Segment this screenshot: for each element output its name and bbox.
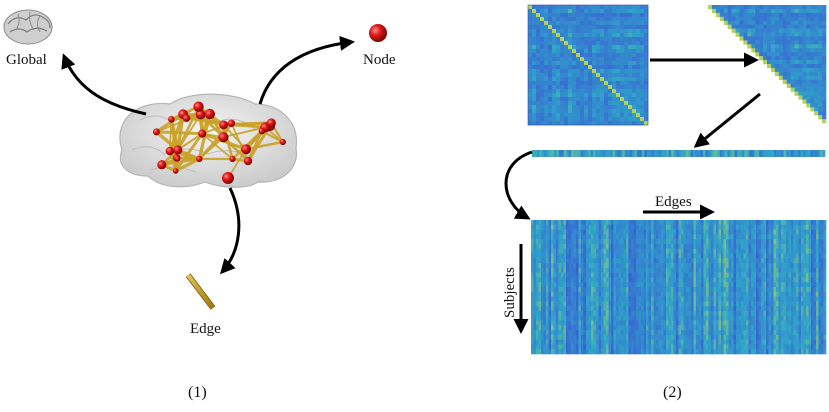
subjects-label: Subjects [502, 267, 518, 318]
global-label: Global [6, 52, 47, 68]
network-node [172, 168, 179, 174]
network-node [198, 129, 207, 138]
network-edge [156, 130, 203, 136]
network-node [243, 156, 253, 166]
brain-nodes [152, 101, 286, 184]
network-node [204, 108, 215, 120]
arrow-strip-to-matrix [504, 150, 533, 220]
network-node [152, 128, 160, 136]
arrow-triangle-to-strip [693, 92, 761, 148]
network-node [165, 146, 175, 156]
panel-2-feature-extraction [504, 4, 827, 355]
network-edge [245, 140, 284, 151]
global-brain-icon [3, 9, 53, 45]
network-node [227, 119, 236, 128]
network-node [266, 118, 276, 128]
network-node [241, 144, 252, 155]
node-label: Node [363, 52, 396, 68]
network-node [193, 101, 204, 112]
upper-triangle-matrix [708, 5, 827, 124]
connectivity-matrix [527, 4, 649, 126]
arrow-to-node [258, 35, 355, 105]
network-node [173, 145, 183, 155]
panel-1-brain-network [3, 9, 387, 310]
network-edge [201, 132, 234, 160]
network-edge [174, 157, 201, 173]
network-node [168, 116, 175, 123]
network-edge [230, 122, 249, 162]
edge-bar-icon [185, 273, 216, 310]
network-edge [177, 132, 203, 151]
panel-1-caption: (1) [188, 384, 207, 401]
network-node [195, 109, 206, 120]
panel-2-caption: (2) [663, 384, 682, 401]
edge-vector-strip [532, 150, 826, 157]
network-edge [174, 132, 204, 172]
network-node [218, 132, 229, 143]
arrow-to-edge [219, 187, 241, 275]
subjects-by-edges-matrix [531, 220, 827, 355]
network-node [258, 127, 265, 135]
network-edge [155, 130, 179, 152]
brain-shell [119, 93, 298, 188]
network-node [219, 120, 229, 130]
node-sphere-icon [369, 24, 387, 42]
network-edge [176, 106, 200, 151]
network-edge [223, 126, 266, 139]
network-node [182, 114, 191, 122]
edges-label: Edges [655, 194, 692, 210]
network-edge [199, 113, 225, 139]
network-node [157, 160, 167, 170]
network-edge [222, 136, 250, 162]
network-node [196, 155, 203, 163]
edge-label: Edge [190, 321, 221, 337]
network-node [279, 138, 286, 146]
arrow-to-global [61, 53, 147, 116]
network-node [222, 172, 234, 184]
network-node [229, 155, 236, 163]
network-node [174, 155, 181, 162]
